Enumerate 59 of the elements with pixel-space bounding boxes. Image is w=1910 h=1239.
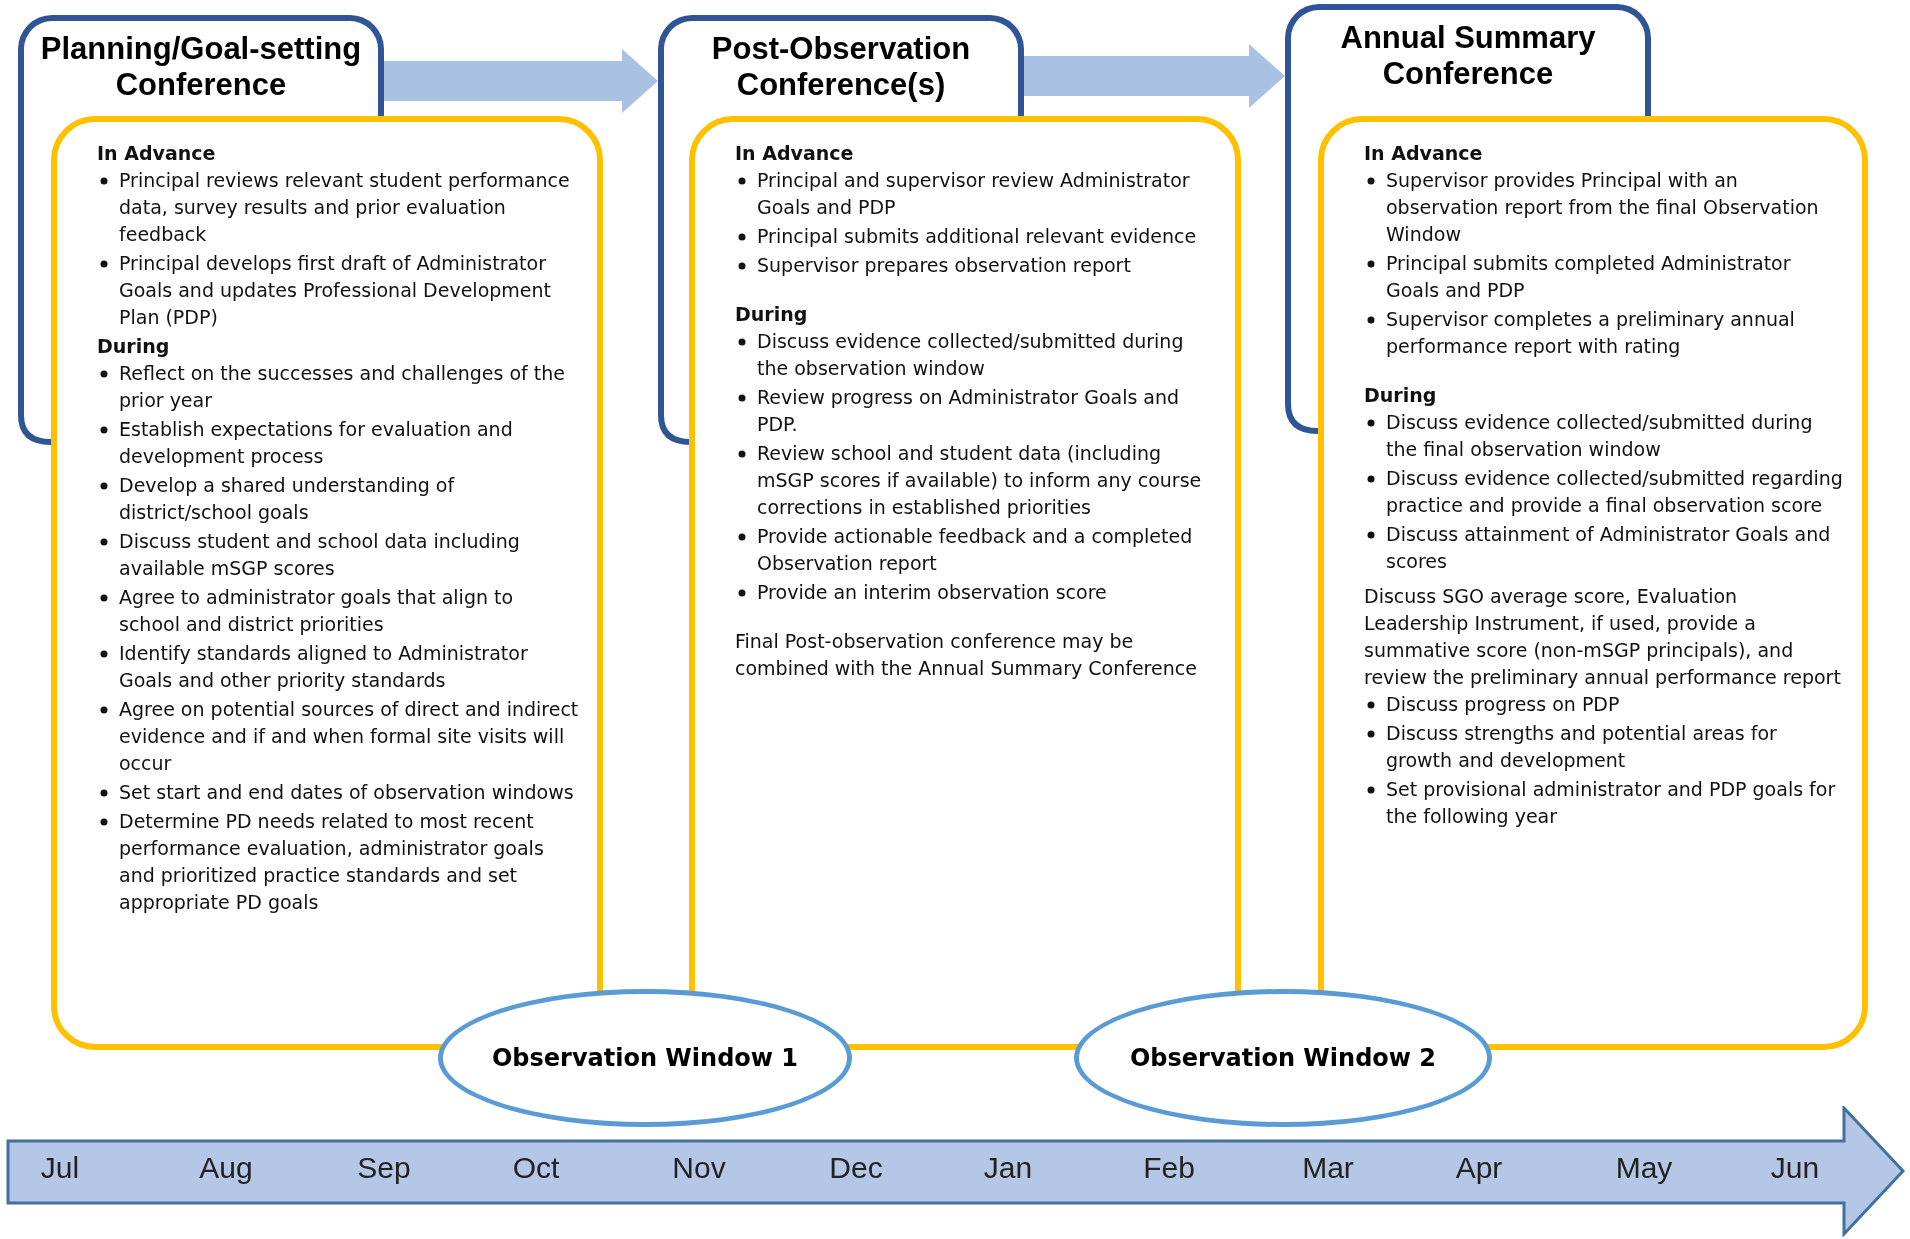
bullet-item: Develop a shared understanding of district/school goals	[119, 473, 456, 525]
bullet-item: Identify standards aligned to Administrator Goals and other priority standards	[119, 641, 529, 693]
bullet-item: Provide an interim observation score	[757, 580, 1108, 605]
bullet-item: Principal and supervisor review Administrator Goals and PDP	[757, 168, 1191, 220]
bullet-item: Review school and student data (including mSGP scores if available) to inform any course corrections in established priorities	[757, 441, 1203, 520]
bullet-item: Agree to administrator goals that align to school and district priorities	[119, 585, 515, 637]
arrow	[1024, 44, 1285, 108]
bullet-item: Supervisor prepares observation report	[757, 253, 1132, 278]
month-label: May	[1615, 1151, 1673, 1185]
bullet-item: Discuss evidence collected/submitted during the observation window	[757, 329, 1185, 381]
month-label: Jun	[1770, 1151, 1820, 1185]
card-title: Post-Observation Conference(s)	[710, 31, 972, 103]
bullet-item: Agree on potential sources of direct and indirect evidence and if and when formal site visits will occur	[119, 697, 579, 776]
bullet-item: Set start and end dates of observation windows	[119, 780, 575, 805]
bullet-item: Principal reviews relevant student performance data, survey results and prior evaluation feedback	[119, 168, 571, 247]
month-label: Jan	[983, 1151, 1033, 1185]
bullet-item: Discuss progress on PDP	[1386, 692, 1621, 717]
bullet-item: Review progress on Administrator Goals and PDP.	[757, 385, 1181, 437]
bullet-item: Discuss evidence collected/submitted regarding practice and provide a final observation score	[1386, 466, 1844, 518]
bullet-item: Establish expectations for evaluation and development process	[119, 417, 514, 469]
section-heading: In Advance	[735, 141, 855, 166]
section-heading: In Advance	[97, 141, 217, 166]
bullet-item: Set provisional administrator and PDP goals for the following year	[1386, 777, 1837, 829]
arrow	[384, 49, 658, 113]
note-text: Final Post-observation conference may be combined with the Annual Summary Conference	[735, 629, 1198, 681]
ellipse-label: Observation Window 2	[1129, 1044, 1437, 1072]
ellipse-label: Observation Window 1	[491, 1044, 799, 1072]
bullet-item: Provide actionable feedback and a completed Observation report	[757, 524, 1194, 576]
bullet-item: Discuss strengths and potential areas for growth and development	[1386, 721, 1778, 773]
timeline-arrow	[6, 1106, 1906, 1237]
tab-card	[1285, 4, 1651, 116]
card-title: Planning/Goal-setting Conference	[39, 31, 363, 103]
month-label: Nov	[672, 1151, 726, 1185]
bullet-item: Discuss evidence collected/submitted during the final observation window	[1386, 410, 1814, 462]
card-title: Annual Summary Conference	[1339, 20, 1597, 92]
section-heading: During	[97, 334, 171, 359]
bullet-item: Principal develops first draft of Administrator Goals and updates Professional Development Plan (PDP)	[119, 251, 552, 330]
bullet-item: Determine PD needs related to most recent performance evaluation, administrator goals and prioritized practice standards and set appropriate PD goals	[119, 809, 545, 915]
section-heading: In Advance	[1364, 141, 1484, 166]
month-label: Apr	[1455, 1151, 1503, 1185]
bullet-item: Discuss student and school data including available mSGP scores	[119, 529, 521, 581]
bullet-item: Discuss attainment of Administrator Goals and scores	[1386, 522, 1832, 574]
month-label: Oct	[512, 1151, 560, 1185]
month-label: Jul	[40, 1151, 80, 1185]
month-label: Dec	[829, 1151, 883, 1185]
month-label: Feb	[1143, 1151, 1195, 1185]
month-label: Mar	[1302, 1151, 1354, 1185]
bullet-item: Principal submits additional relevant evidence	[757, 224, 1198, 249]
section-heading: During	[1364, 383, 1438, 408]
month-label: Sep	[357, 1151, 411, 1185]
tab-card	[18, 15, 384, 116]
bullet-item: Supervisor completes a preliminary annual performance report with rating	[1386, 307, 1796, 359]
bullet-item: Reflect on the successes and challenges of the prior year	[119, 361, 566, 413]
bullet-item: Principal submits completed Administrator Goals and PDP	[1386, 251, 1792, 303]
section-heading: During	[735, 302, 809, 327]
month-label: Aug	[199, 1151, 253, 1185]
bullet-item: Supervisor provides Principal with an observation report from the final Observation Window	[1386, 168, 1820, 247]
note-text: Discuss SGO average score, Evaluation Leadership Instrument, if used, provide a summative score (non-mSGP principals), and review the preliminary annual performance report	[1364, 584, 1842, 690]
tab-card	[658, 15, 1024, 116]
